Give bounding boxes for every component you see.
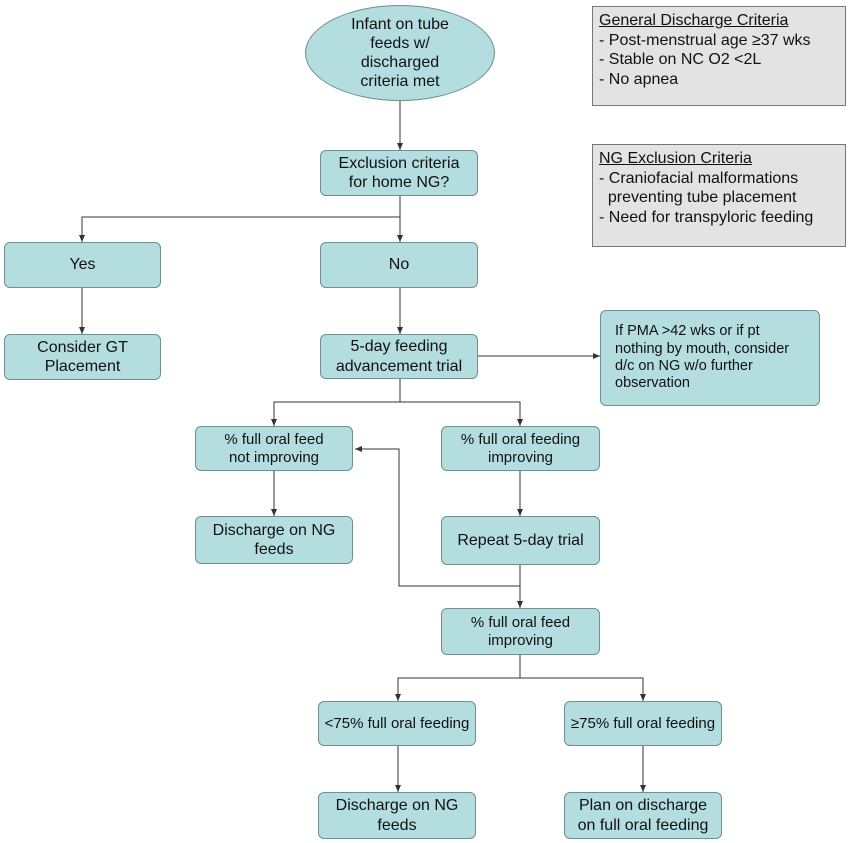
not-improving-node: % full oral feed not improving [195,426,353,471]
discharge-ng-node-2: Discharge on NG feeds [318,792,476,839]
start-node: Infant on tube feeds w/ discharged crite… [305,5,495,101]
ng-criteria-item: - Need for transpyloric feeding [599,208,814,226]
improving-2-node: % full oral feed improving [441,608,600,655]
split-line-exclusion [79,196,401,242]
ge75-node: ≥75% full oral feeding [564,701,722,746]
discharge-ng-node-1: Discharge on NG feeds [195,516,353,564]
ng-criteria-title: NG Exclusion Criteria [599,150,752,167]
repeat-trial-node: Repeat 5-day trial [441,516,600,565]
arrow-trial-to-improving [400,401,523,426]
ng-criteria-item: - Craniofacial malformations [599,169,799,187]
exclusion-question-node: Exclusion criteria for home NG? [320,150,478,196]
improving-node: % full oral feeding improving [441,426,600,471]
general-discharge-criteria-box: General Discharge Criteria - Post-menstr… [592,6,846,106]
pma-note-node: If PMA >42 wks or if pt nothing by mouth… [600,310,820,406]
ng-criteria-item: preventing tube placement [599,189,797,207]
arrow-repeat-loop-back [355,446,521,587]
yes-node: Yes [4,242,161,288]
lt75-node: <75% full oral feeding [318,701,476,746]
general-criteria-item: - Stable on NC O2 <2L [599,51,762,69]
split-line-trial [271,379,401,426]
arrow-improving2-to-ge75 [520,677,646,701]
ng-exclusion-criteria-box: NG Exclusion Criteria - Craniofacial mal… [592,144,846,247]
consider-gt-node: Consider GT Placement [4,334,161,380]
feeding-trial-node: 5-day feeding advancement trial [320,334,478,379]
general-criteria-item: - No apnea [599,70,679,88]
general-criteria-title: General Discharge Criteria [599,12,789,29]
general-criteria-item: - Post-menstrual age ≥37 wks [599,31,811,49]
split-line-improving2 [395,655,521,701]
plan-discharge-node: Plan on discharge on full oral feeding [564,792,722,839]
no-node: No [320,242,478,288]
